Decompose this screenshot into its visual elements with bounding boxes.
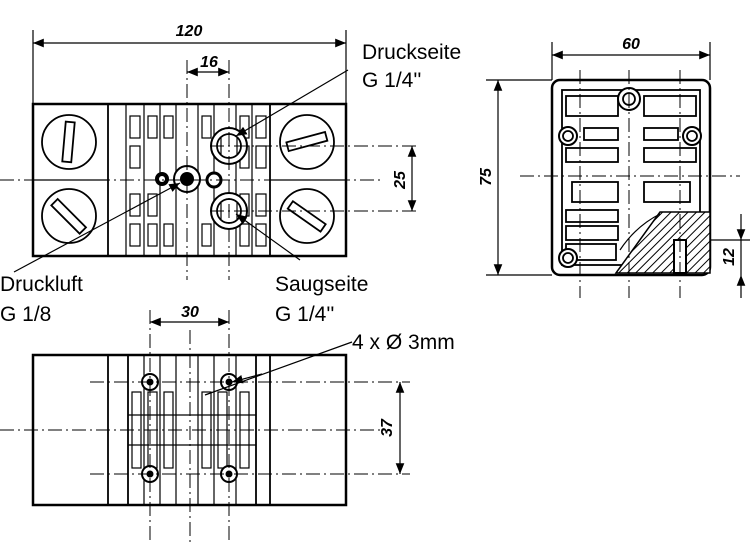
druckseite-leader — [235, 69, 349, 137]
dim-25-label: 25 — [392, 170, 409, 190]
side-screw-bottom — [558, 248, 578, 268]
saugseite-label: Saugseite — [275, 273, 368, 296]
druckseite-label: Druckseite — [362, 41, 461, 64]
top-view: 120 16 25 — [0, 23, 420, 280]
dim-16-label: 16 — [200, 54, 218, 71]
side-section-cut — [614, 211, 711, 274]
druckluft-thread: G 1/8 — [0, 303, 51, 326]
dim-75-label: 75 — [478, 167, 495, 186]
saugseite-thread: G 1/4'' — [275, 303, 334, 326]
side-screw-left — [558, 126, 578, 146]
side-screw-right — [682, 126, 702, 146]
screw-bottom-left — [41, 188, 97, 244]
dim-30-label: 30 — [181, 304, 199, 321]
druckluft-label: Druckluft — [0, 273, 83, 296]
dim-12-label: 12 — [721, 248, 738, 266]
screw-bottom-right — [279, 188, 335, 244]
screw-top-right — [279, 114, 335, 170]
dim-120-label: 120 — [176, 23, 203, 40]
screw-top-left — [41, 114, 97, 170]
holes-leader — [204, 341, 353, 396]
druckluft-leader — [13, 182, 181, 273]
dim-60-label: 60 — [622, 36, 640, 53]
side-view: 60 75 12 — [478, 36, 750, 298]
side-body-outline — [550, 78, 712, 277]
holes-label: 4 x Ø 3mm — [352, 331, 455, 354]
dim-37-label: 37 — [379, 418, 396, 437]
saugseite-leader — [235, 213, 301, 261]
druckseite-thread: G 1/4'' — [362, 69, 421, 92]
bottom-view: 30 37 — [0, 304, 410, 545]
druckluft-port — [155, 165, 223, 193]
